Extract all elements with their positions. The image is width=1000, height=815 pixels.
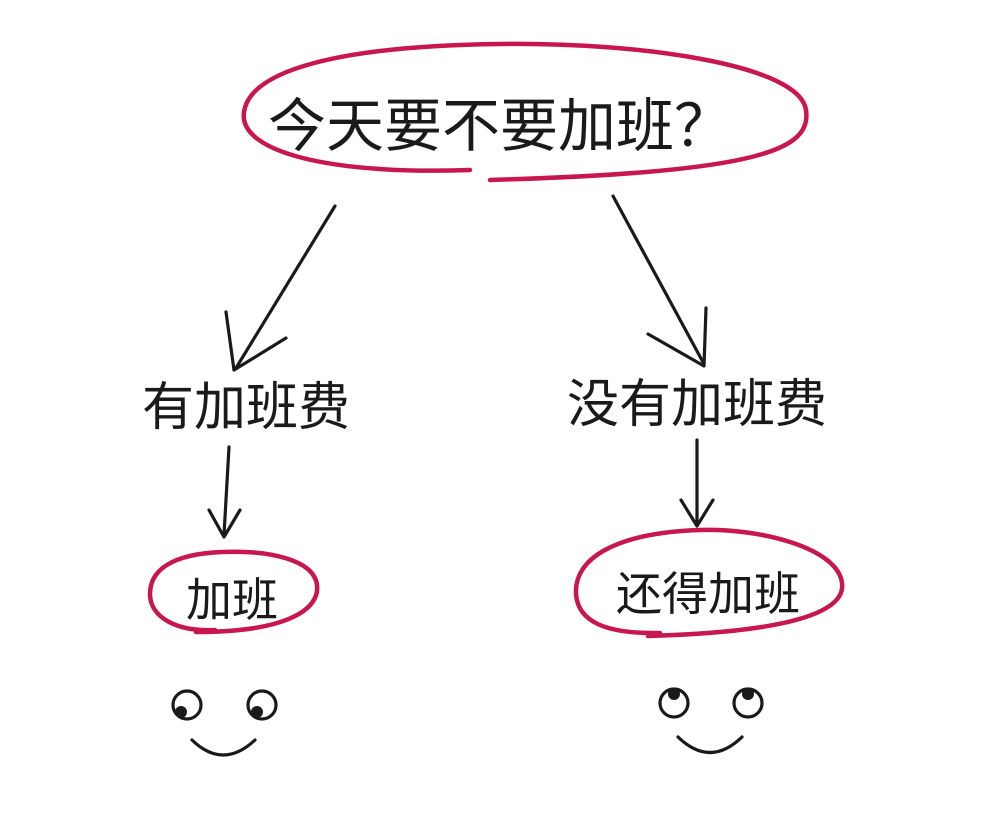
branch-left: 有加班费 加班 — [142, 378, 350, 757]
arrow-down-right — [679, 438, 715, 528]
arrow-to-right-branch — [611, 194, 708, 368]
arrow-to-left-branch — [224, 204, 337, 372]
outcome-ring-right — [573, 527, 845, 639]
outcome-label-left: 加班 — [186, 573, 278, 627]
outcome-label-right: 还得加班 — [616, 567, 800, 621]
question-node: 今天要不要加班？ — [241, 41, 809, 183]
branch-right: 没有加班费 还得加班 — [567, 375, 845, 754]
outcome-ring-left — [147, 549, 320, 635]
question-ring — [241, 41, 809, 183]
arrow-down-left — [207, 445, 242, 539]
question-text: 今天要不要加班？ — [268, 92, 732, 160]
smiley-face-left — [171, 689, 278, 757]
condition-label-right: 没有加班费 — [567, 375, 827, 435]
condition-label-left: 有加班费 — [142, 378, 350, 438]
smiley-face-right — [658, 687, 764, 754]
